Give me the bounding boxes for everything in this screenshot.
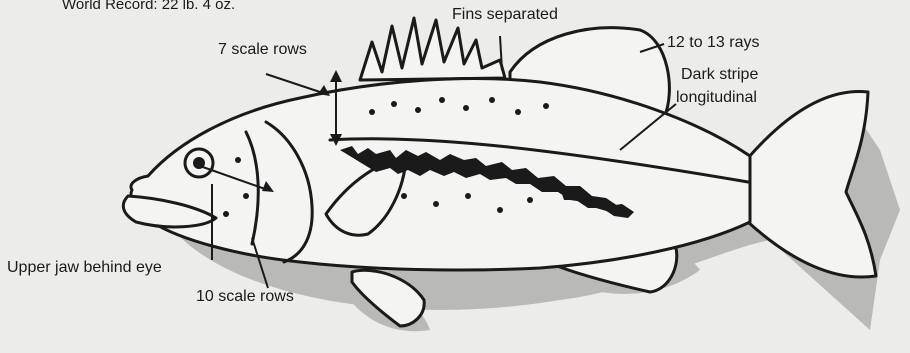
upper-jaw-label: Upper jaw behind eye [7,259,162,277]
fins-separated-label: Fins separated [452,6,558,24]
dark-stripe-label: Dark stripe [681,66,758,84]
spiny-dorsal-fin [360,18,505,80]
longitudinal-label: longitudinal [676,89,757,107]
rays-label: 12 to 13 rays [667,34,760,52]
world-record-label: World Record: 22 lb. 4 oz. [62,0,235,14]
arrow-7-scale-rows [266,74,326,94]
eye [185,149,213,177]
ten-scale-rows-label: 10 scale rows [196,288,294,306]
seven-scale-rows-label: 7 scale rows [218,41,307,59]
